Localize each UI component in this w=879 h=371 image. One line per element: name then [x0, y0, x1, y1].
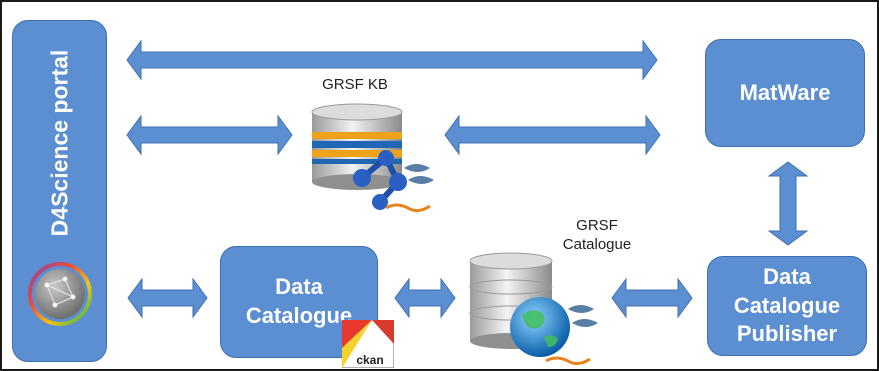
database-graph-icon [311, 103, 434, 213]
arrow-grsf-publisher [611, 277, 693, 319]
store-caption-catalogue: GRSF Catalogue [562, 217, 632, 253]
node-d4science-portal[interactable]: D4Science portal [12, 20, 107, 362]
ckan-logo-icon: ckan [342, 320, 394, 368]
arrow-portal-datacatalogue [127, 277, 208, 319]
arrow-portal-matware [126, 39, 658, 81]
node-label: Data Catalogue Publisher [733, 264, 841, 347]
node-label: MatWare [739, 79, 831, 105]
store-caption-kb: GRSF KB [322, 76, 388, 93]
arrow-kb-matware [444, 114, 661, 156]
ckan-badge-text: ckan [356, 353, 383, 367]
node-label: D4Science portal [46, 50, 72, 237]
node-matware[interactable]: MatWare [705, 39, 865, 147]
database-globe-icon [469, 252, 598, 366]
node-label: Data Catalogue [245, 274, 353, 328]
node-data-catalogue[interactable]: Data Catalogue [220, 246, 378, 358]
node-data-catalogue-publisher[interactable]: Data Catalogue Publisher [707, 256, 867, 356]
arrow-matware-publisher [767, 161, 809, 246]
arrow-portal-kb [126, 114, 293, 156]
arrow-datacatalogue-grsf [394, 277, 456, 319]
d4science-globe-icon [27, 262, 92, 326]
